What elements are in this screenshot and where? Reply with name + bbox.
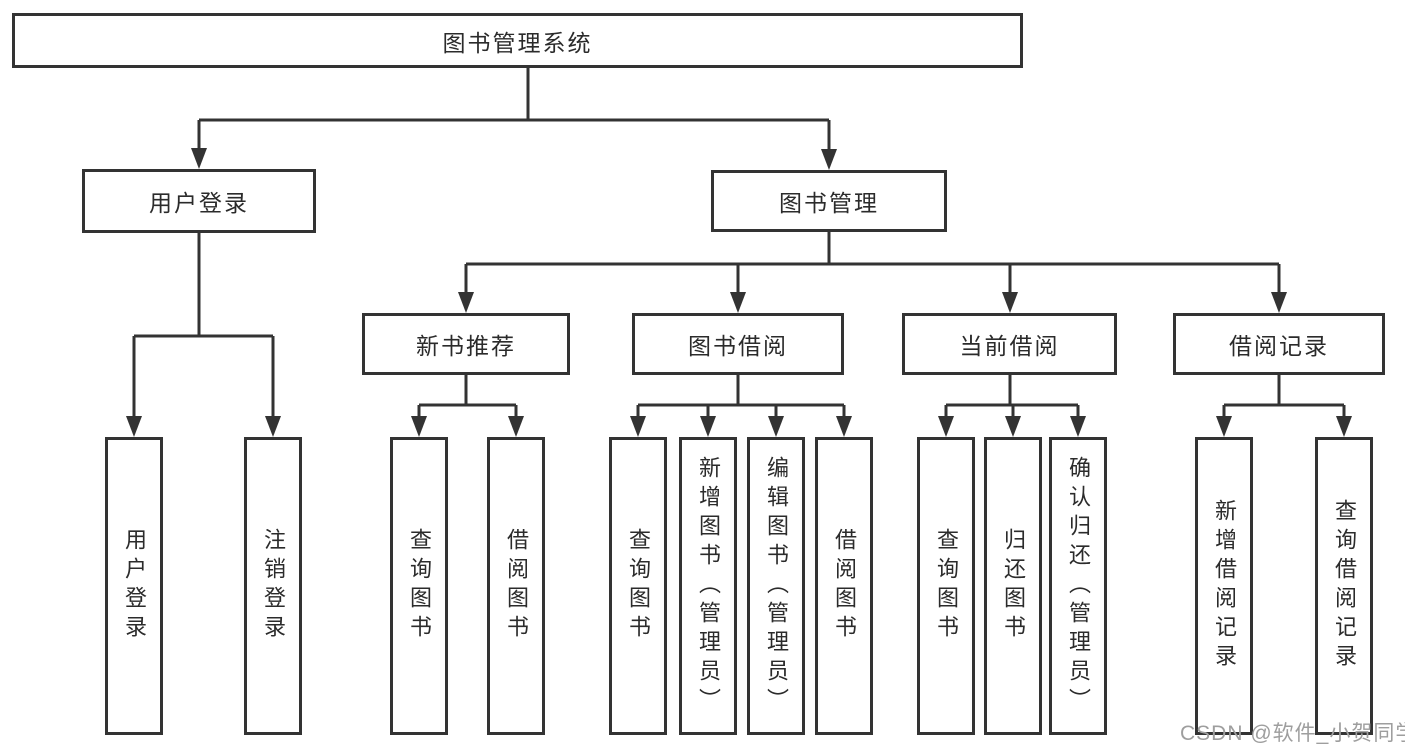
leaf-node-add-borrow-record: 新增借阅记录 (1195, 437, 1253, 735)
leaf-node-add-books-admin: 新增图书（管理员） (679, 437, 737, 735)
leaf-label: 新增图书（管理员） (696, 455, 721, 717)
leaf-label: 归还图书 (1001, 528, 1026, 644)
root-node-system: 图书管理系统 (12, 13, 1023, 68)
leaf-node-query-books-3: 查询图书 (917, 437, 975, 735)
branch-node-new-book-recommend: 新书推荐 (362, 313, 570, 375)
leaf-node-user-login: 用户登录 (105, 437, 163, 735)
leaf-label: 用户登录 (122, 528, 147, 644)
leaf-node-query-books-2: 查询图书 (609, 437, 667, 735)
leaf-label: 注销登录 (261, 528, 286, 644)
leaf-label: 查询图书 (407, 528, 432, 644)
leaf-node-logout: 注销登录 (244, 437, 302, 735)
leaf-label: 查询图书 (934, 528, 959, 644)
branch-node-book-management: 图书管理 (711, 170, 947, 232)
leaf-label: 借阅图书 (832, 528, 857, 644)
branch-node-user-login: 用户登录 (82, 169, 316, 233)
leaf-node-query-books-1: 查询图书 (390, 437, 448, 735)
leaf-node-query-borrow-record: 查询借阅记录 (1315, 437, 1373, 735)
leaf-node-edit-books-admin: 编辑图书（管理员） (747, 437, 805, 735)
leaf-node-confirm-return-admin: 确认归还（管理员） (1049, 437, 1107, 735)
leaf-node-borrow-books-2: 借阅图书 (815, 437, 873, 735)
leaf-label: 编辑图书（管理员） (764, 455, 789, 717)
branch-node-current-borrow: 当前借阅 (902, 313, 1117, 375)
branch-node-borrow-records: 借阅记录 (1173, 313, 1385, 375)
leaf-label: 借阅图书 (504, 528, 529, 644)
branch-node-book-borrow: 图书借阅 (632, 313, 844, 375)
csdn-watermark: CSDN @软件_小贺同学 (1180, 722, 1405, 745)
leaf-label: 查询图书 (626, 528, 651, 644)
leaf-label: 查询借阅记录 (1332, 499, 1357, 673)
leaf-label: 确认归还（管理员） (1066, 455, 1091, 717)
leaf-node-return-books: 归还图书 (984, 437, 1042, 735)
leaf-label: 新增借阅记录 (1212, 499, 1237, 673)
leaf-node-borrow-books-1: 借阅图书 (487, 437, 545, 735)
